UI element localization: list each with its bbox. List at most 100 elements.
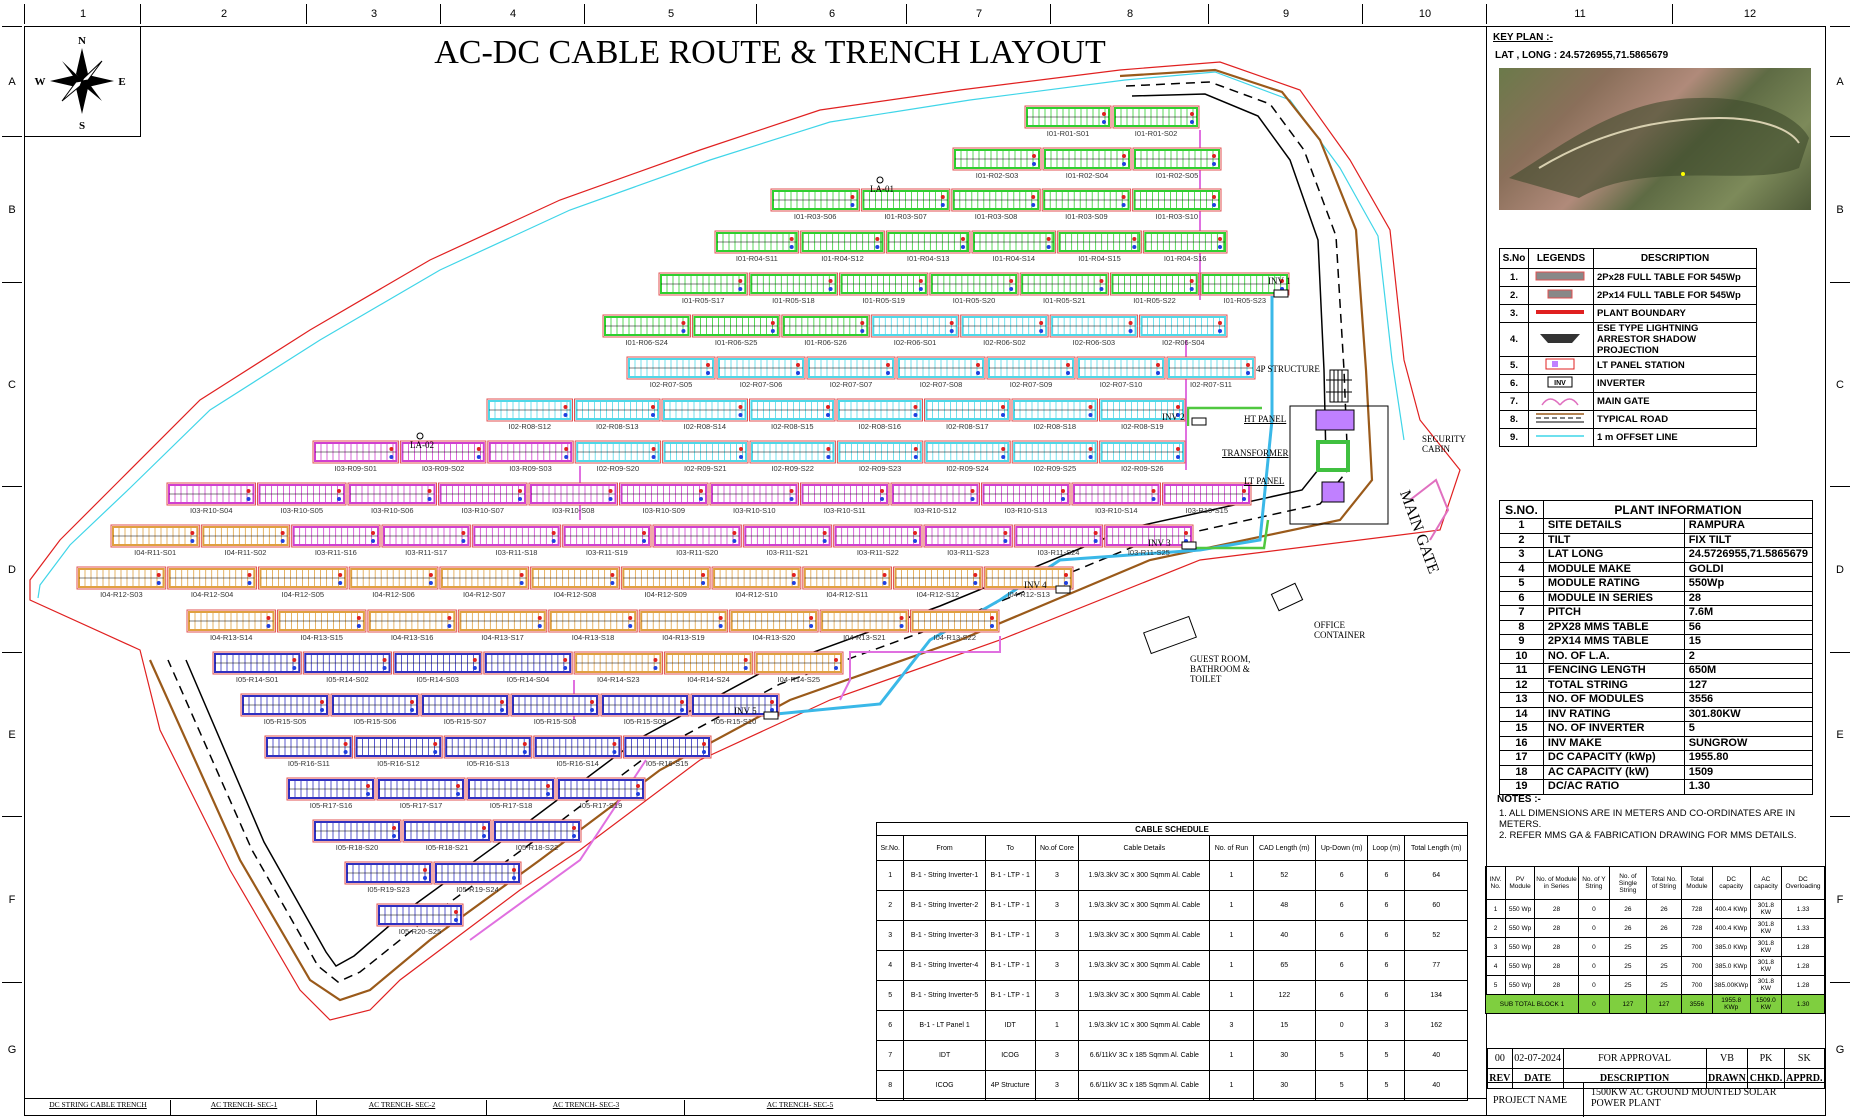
pv-table xyxy=(923,524,1013,548)
revision-cell: APPRD. xyxy=(1783,1068,1826,1089)
inv-table-cell: 1 xyxy=(1484,899,1507,919)
cable-schedule-cell: ICOG xyxy=(984,1040,1036,1071)
cable-schedule-cell: 0 xyxy=(1314,1010,1369,1041)
pv-table xyxy=(466,777,556,801)
legend-symbol xyxy=(1528,268,1594,287)
grid-col-4: 4 xyxy=(440,4,585,24)
cable-schedule-cell: 1 xyxy=(1209,980,1254,1011)
trench-section-label: DC STRING CABLE TRENCH xyxy=(24,1100,171,1116)
cable-schedule-cell: 1 xyxy=(1034,1010,1080,1041)
string-label: I04-R12-S05 xyxy=(281,590,325,599)
offset-line xyxy=(37,71,1405,599)
legend-header-legends: LEGENDS xyxy=(1528,248,1594,269)
cable-schedule-header-cell: To xyxy=(984,835,1036,861)
string-label: I03-R11-S21 xyxy=(766,548,809,557)
plant-info-sno: 12 xyxy=(1499,677,1544,693)
string-label: I04-R13-S16 xyxy=(390,633,434,642)
inv-table-cell: 700 xyxy=(1680,937,1713,957)
la-01-label: LA-01 xyxy=(870,184,894,194)
string-label: I03-R09-S02 xyxy=(421,464,465,473)
cable-schedule-cell: 1.9/3.3kV 3C x 300 Sqmm Al. Cable xyxy=(1078,980,1211,1011)
pv-table xyxy=(742,524,833,548)
cable-schedule-header-cell: No.of Core xyxy=(1034,835,1080,861)
string-label: I04-R14-S24 xyxy=(687,675,730,684)
string-label: I04-R13-S20 xyxy=(752,633,796,642)
revision-cell: VB xyxy=(1705,1048,1749,1069)
pv-table xyxy=(893,566,983,590)
string-label: I02-R09-S20 xyxy=(596,464,640,473)
la-02-marker xyxy=(416,432,424,440)
guest-room-symbol xyxy=(1143,615,1197,655)
legend-sno: 3. xyxy=(1499,304,1529,323)
legend-row: 2.2Px14 FULL TABLE FOR 545Wp xyxy=(1499,286,1757,305)
string-label: I01-R03-S07 xyxy=(884,212,927,221)
pv-table xyxy=(212,651,302,675)
note-item: 1. ALL DIMENSIONS ARE IN METERS AND CO-O… xyxy=(1499,808,1796,830)
compass-south-label: S xyxy=(79,120,85,132)
cable-schedule-cell: 40 xyxy=(1252,920,1317,951)
cable-schedule-cell: B-1 - String Inverter-5 xyxy=(903,980,986,1011)
string-label: I04-R14-S25 xyxy=(777,675,821,684)
string-label: I05-R14-S04 xyxy=(506,675,550,684)
inv-table-header-cell: No. of Single String xyxy=(1608,866,1648,900)
string-label: I03-R10-S04 xyxy=(189,506,233,515)
inverter-1-symbol xyxy=(1273,289,1289,298)
revision-cell: CHKD. xyxy=(1747,1068,1785,1089)
plant-info-value: 1955.80 xyxy=(1683,750,1814,766)
cable-schedule-header-cell: From xyxy=(903,835,986,861)
pv-table xyxy=(402,819,492,843)
inv-table-cell: 728 xyxy=(1680,899,1713,919)
pv-table xyxy=(971,230,1057,254)
pv-table xyxy=(344,861,433,885)
string-label: I02-R09-S23 xyxy=(858,464,902,473)
plant-info-header-sno: S.NO. xyxy=(1499,500,1544,519)
string-label: I02-R07-S06 xyxy=(739,380,783,389)
grid-row-C: C xyxy=(2,282,22,487)
legend-row: 4.ESE TYPE LIGHTNING ARRESTOR SHADOW PRO… xyxy=(1499,322,1757,357)
legend-sno: 9. xyxy=(1499,428,1529,447)
pv-table xyxy=(438,482,528,506)
grid-row-F: F xyxy=(1830,816,1850,983)
compass-west-label: W xyxy=(35,76,46,88)
inv-table-cell: 550 Wp xyxy=(1505,918,1535,938)
cable-schedule-cell: 5 xyxy=(1367,1070,1406,1101)
string-label: I01-R04-S16 xyxy=(1163,254,1207,263)
plant-info-value: 127 xyxy=(1683,677,1814,693)
string-label: I05-R14-S01 xyxy=(235,675,279,684)
string-label: I02-R08-S17 xyxy=(945,422,989,431)
cable-schedule-cell: B-1 - LTP - 1 xyxy=(984,920,1036,951)
string-label: I03-R10-S13 xyxy=(1004,506,1048,515)
grid-row-E: E xyxy=(2,652,22,817)
string-label: I05-R15-S09 xyxy=(623,717,667,726)
legend-row: 1.2Px28 FULL TABLE FOR 545Wp xyxy=(1499,268,1757,287)
plant-info-key: NO. OF MODULES xyxy=(1542,692,1685,708)
pv-table xyxy=(562,524,652,548)
grid-row-D: D xyxy=(2,486,22,653)
plant-info-header-title: PLANT INFORMATION xyxy=(1542,500,1814,519)
legend-header-sno: S.No xyxy=(1499,248,1529,269)
plant-info-sno: 19 xyxy=(1499,779,1544,795)
cable-schedule-header-cell: CAD Length (m) xyxy=(1252,835,1317,861)
cable-schedule-cell: 1.9/3.3kV 3C x 300 Sqmm Al. Cable xyxy=(1078,920,1211,951)
pv-table xyxy=(443,735,533,759)
pv-table xyxy=(981,482,1071,506)
pv-table xyxy=(257,566,348,590)
pv-table xyxy=(528,482,618,506)
cable-schedule-cell: 3 xyxy=(1367,1010,1406,1041)
pv-table-rows xyxy=(76,105,1290,927)
inv-table-cell: 3 xyxy=(1484,937,1507,957)
cable-schedule-cell: 3 xyxy=(1034,1040,1080,1071)
pv-table xyxy=(240,693,330,717)
string-label: I03-R10-S07 xyxy=(461,506,505,515)
trench-section-label: AC TRENCH- SEC-1 xyxy=(170,1100,317,1116)
cable-schedule-cell: 134 xyxy=(1404,980,1468,1011)
